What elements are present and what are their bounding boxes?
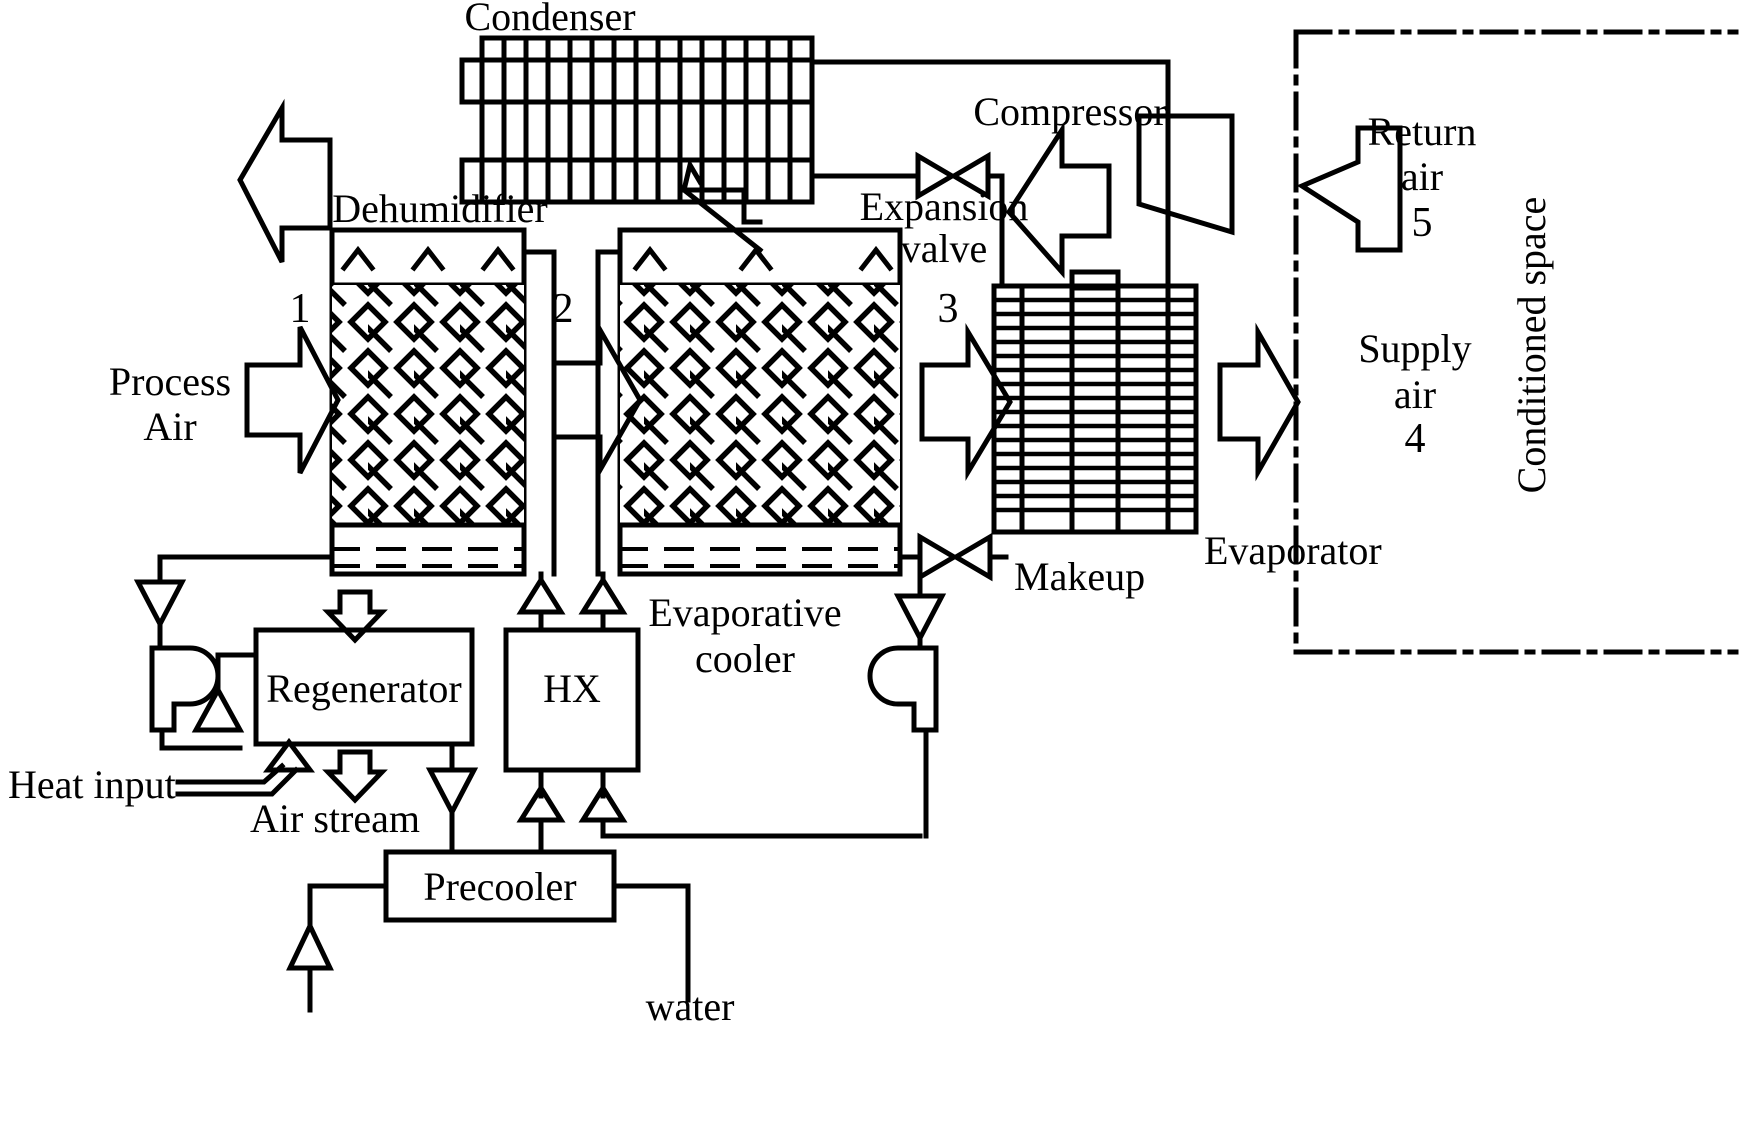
state3-air-arrow xyxy=(919,322,1013,482)
precooler-left-outlet-line xyxy=(307,883,389,929)
regenerator-feed-line xyxy=(215,652,259,693)
flow-triangle-down-right xyxy=(893,593,947,644)
condenser-coil xyxy=(459,35,815,205)
heat-input-label: Heat input xyxy=(8,762,176,807)
air-stream-label: Air stream xyxy=(250,796,420,841)
flow-triangle-up-hx-br xyxy=(578,783,628,823)
supply-air-arrow xyxy=(1217,322,1301,482)
expansion-valve-label-line2: valve xyxy=(901,226,988,271)
heat-input-arrow xyxy=(263,737,315,773)
dehumidifier-riser-duct xyxy=(521,249,557,577)
evaporator-label: Evaporator xyxy=(1204,528,1382,573)
evaporative-cooler-label-line1: Evaporative xyxy=(648,590,841,635)
flow-triangle-down-regen xyxy=(425,767,479,818)
supply-air-label-line2: air xyxy=(1394,372,1436,417)
flow-triangle-up-hx-left xyxy=(516,575,566,615)
state-point-3: 3 xyxy=(938,286,959,332)
exhaust-air-arrow xyxy=(237,98,333,264)
flow-triangle-down-left xyxy=(133,579,187,630)
conditioned-space-label: Conditioned space xyxy=(1509,197,1554,494)
conditioned-space-boundary xyxy=(1293,29,1739,655)
compressor-body xyxy=(1136,113,1235,236)
evaporator-coil xyxy=(991,269,1199,535)
regenerator-inlet-air-arrow xyxy=(322,589,388,644)
expansion-valve-label-line1: Expansion xyxy=(860,184,1029,229)
dehumidifier-label: Dehumidifier xyxy=(332,186,548,231)
evaporative-cooler-label-line2: cooler xyxy=(695,636,795,681)
evaporative-cooler-spray-nozzles xyxy=(632,245,894,272)
state2-air-arrow xyxy=(551,320,643,480)
dehumidifier-spray-nozzles xyxy=(340,245,516,272)
precooler-water-inlet-line xyxy=(611,883,691,1003)
flow-triangle-up-precooler-left xyxy=(286,920,334,971)
compressor-label: Compressor xyxy=(973,89,1166,134)
process-air-label-line2: Air xyxy=(143,404,196,449)
flow-triangle-up-left xyxy=(191,684,245,733)
evaporative-cooler-inlet-duct xyxy=(595,249,623,577)
left-pump-discharge-line xyxy=(159,727,243,751)
dehumidifier-sump-outlet-line xyxy=(157,554,335,585)
makeup-valve[interactable] xyxy=(917,532,993,582)
return-air-label-line2: air xyxy=(1401,154,1443,199)
process-air-label-line1: Process xyxy=(109,359,231,404)
water-label: water xyxy=(646,984,735,1029)
hx-right-return-line xyxy=(600,821,923,839)
state-point-4: 4 xyxy=(1405,416,1426,462)
condenser-label: Condenser xyxy=(464,0,635,39)
compressor-callout-arrow xyxy=(1005,121,1112,279)
state-point-5: 5 xyxy=(1412,200,1433,246)
flow-triangle-up-hx-right xyxy=(578,575,628,615)
hx-label: HX xyxy=(543,666,601,711)
regenerator-label: Regenerator xyxy=(266,666,461,711)
process-air-arrow xyxy=(244,325,341,475)
supply-air-label-line1: Supply xyxy=(1358,326,1471,371)
right-pump xyxy=(867,645,939,733)
makeup-label: Makeup xyxy=(1014,554,1145,599)
return-air-arrow xyxy=(1296,125,1403,253)
evaporative-cooler-column xyxy=(617,227,903,577)
hx-box xyxy=(503,627,641,773)
state-point-2: 2 xyxy=(553,286,574,332)
state-point-1: 1 xyxy=(290,286,311,332)
condenser-callout-leader xyxy=(680,158,764,254)
regenerator-outlet-air-arrow xyxy=(322,749,388,804)
precooler-label: Precooler xyxy=(423,864,576,909)
dehumidifier-column xyxy=(329,227,527,577)
left-pump xyxy=(149,645,221,733)
return-air-label-line1: Return xyxy=(1368,109,1477,154)
